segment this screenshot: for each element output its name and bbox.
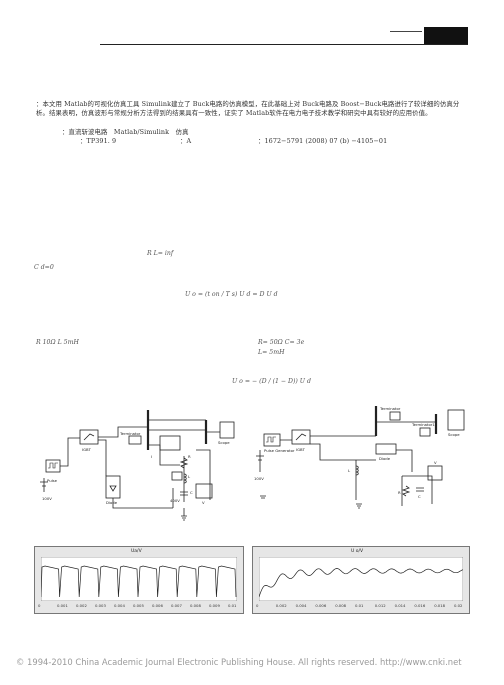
x-tick-label: 0.01 [355,603,364,608]
diode-label: Diode [379,456,391,461]
scope-block [219,421,235,439]
x-tick-label: 0.004 [114,603,125,608]
scope-plot-ua: Ua/V 0 0.001 0.002 0.003 0.004 0.005 0.006 0.00… [34,546,244,614]
i-label: I [151,454,152,459]
igbt-label: IGBT [82,447,92,452]
x-tick-label: 0.008 [335,603,347,608]
x-tick-labels: 0 0.001 0.002 0.003 0.004 0.005 0.006 0.007 0.00… [38,603,237,611]
x-tick-label: 0.002 [76,603,87,608]
x-tick-label: 0.014 [394,603,406,608]
scope-plot-uo: U o/V 0 0.002 0.004 0.006 0.008 0.01 0.012 0.01… [252,546,470,614]
diode-block [375,443,397,455]
l-label: L [188,474,191,479]
scope-label: Scope [218,440,230,445]
scope-title: Ua/V [131,549,142,554]
source-label: 100V [42,496,52,501]
boost-buck-circuit-diagram: Pulse Generator IGBT Diode Terminator Te… [254,406,465,509]
pulse-generator-label: Pulse Generator [264,448,295,453]
diode-block [105,475,121,499]
waveform-ua [41,557,237,601]
header-black-block [424,27,468,44]
pulse-generator-block [263,433,281,447]
terminator-block [389,411,401,421]
scope-label: Scope [448,432,460,437]
scope-title: U o/V [351,549,364,554]
x-tick-label: 0.005 [133,603,144,608]
equation-buck-output: U o = (t on / T s) U d = D U d [185,291,278,298]
pulse-label: Pulse [47,478,58,483]
r-label: R [398,490,401,495]
scope-block [447,409,465,431]
x-tick-label: 0.02 [454,603,463,608]
params-right-2: L= 5mH [258,349,285,356]
equation-rl-inf: R L= inf [147,250,174,257]
terminator1-block [419,427,431,437]
x-tick-label: 0.003 [95,603,106,608]
vsrc-label: 400V [170,498,180,503]
x-tick-label: 0.006 [315,603,327,608]
abstract-text: ：本文用 Matlab的可视化仿真工具 Simulink建立了 Buck电路的仿… [36,100,460,117]
equation-boost-buck-output: U o = − (D / (1 − D)) U d [232,378,311,385]
x-tick-label: 0.018 [434,603,446,608]
v-label: V [202,500,205,505]
buck-circuit-diagram: Pulse 100V IGBT Diode Terminator Scope R… [40,410,235,521]
params-right: R= 50Ω C= 3e [258,339,305,346]
diode-label: Diode [106,500,118,505]
copyright-footer: © 1994-2010 China Academic Journal Elect… [16,657,462,667]
terminator-block [128,435,142,445]
x-tick-labels: 0 0.002 0.004 0.006 0.008 0.01 0.012 0.014 0.016… [256,603,463,611]
x-tick-label: 0.001 [57,603,68,608]
header-thin-rule [390,31,422,32]
terminator-label: Terminator [379,406,401,411]
igbt-label: IGBT [296,447,306,452]
article-number: ：1672−5791 (2008) 07 (b) −4105−01 [258,137,388,145]
igbt-block [291,429,311,445]
document-code: ：A [180,137,192,145]
igbt-block [79,429,99,445]
r-label: R [188,454,191,459]
x-tick-label: 0.008 [190,603,201,608]
c-label: C [190,490,193,495]
terminator1-label: Terminator1 [411,422,435,427]
x-tick-label: 0.009 [209,603,220,608]
equation-cd-zero: C d=0 [34,264,54,271]
source-label: 100V [254,476,264,481]
waveform-uo [259,557,463,601]
x-tick-label: 0 [256,603,259,608]
params-left: R 10Ω L 5mH [36,339,79,346]
l-label: L [348,468,351,473]
x-tick-label: 0.012 [374,603,386,608]
x-tick-label: 0.006 [152,603,163,608]
x-tick-label: 0.004 [295,603,307,608]
classification-number: ：TP391. 9 [80,137,117,145]
keywords: ：直流斩波电路 Matlab/Simulink 仿真 [62,128,189,136]
x-tick-label: 0.007 [171,603,182,608]
x-tick-label: 0.016 [414,603,426,608]
header-rule [100,44,468,45]
x-tick-label: 0.002 [275,603,287,608]
x-tick-label: 0 [38,603,41,608]
c-label: C [418,494,421,499]
terminator-label: Terminator [119,431,141,436]
v-label: V [434,460,437,465]
x-tick-label: 0.01 [228,603,237,608]
